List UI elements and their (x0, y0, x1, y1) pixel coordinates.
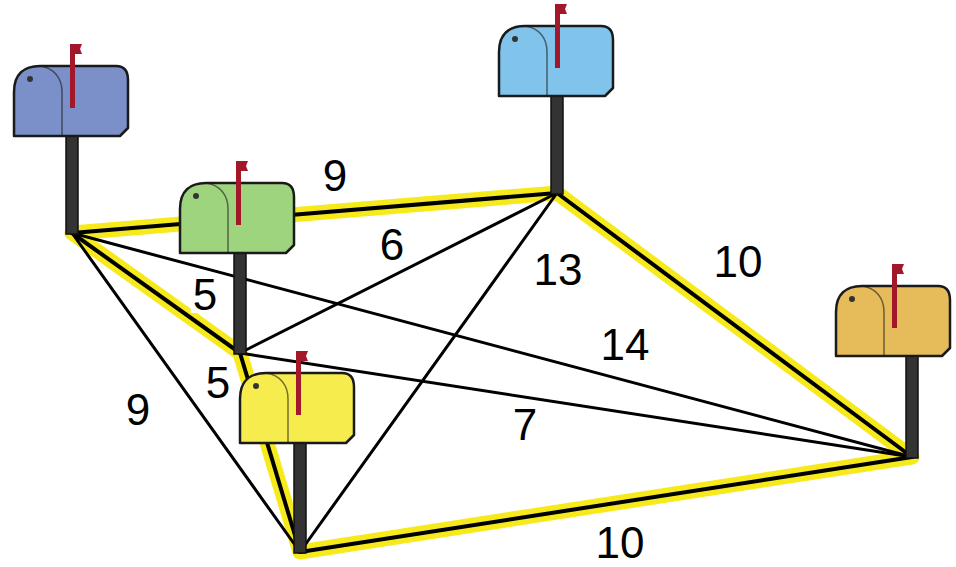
edge-weight: 10 (712, 244, 765, 280)
edge-weight: 5 (191, 277, 219, 313)
edge-line (72, 233, 912, 457)
edge-weight: 7 (511, 407, 539, 443)
mailbox-posts (66, 94, 918, 553)
mailbox-icon (240, 351, 354, 443)
mailbox-post (294, 441, 306, 553)
mailbox-icon (180, 161, 294, 253)
mailbox-post (234, 251, 246, 354)
edge-weight: 5 (204, 365, 232, 401)
edge-weight: 10 (594, 525, 647, 561)
mailbox-post (551, 94, 563, 194)
edge-weight: 9 (321, 158, 349, 194)
mailbox-post (66, 134, 78, 234)
edge-weight: 13 (532, 252, 585, 288)
mailbox-icon (499, 4, 613, 96)
edge-line (72, 193, 557, 233)
edge-weight: 6 (378, 227, 406, 263)
edge-weight: 9 (124, 392, 152, 428)
mailbox-post (906, 354, 918, 458)
mailbox-icon (836, 264, 950, 356)
mailbox-icon (14, 44, 128, 136)
edge-weight: 14 (599, 327, 652, 363)
